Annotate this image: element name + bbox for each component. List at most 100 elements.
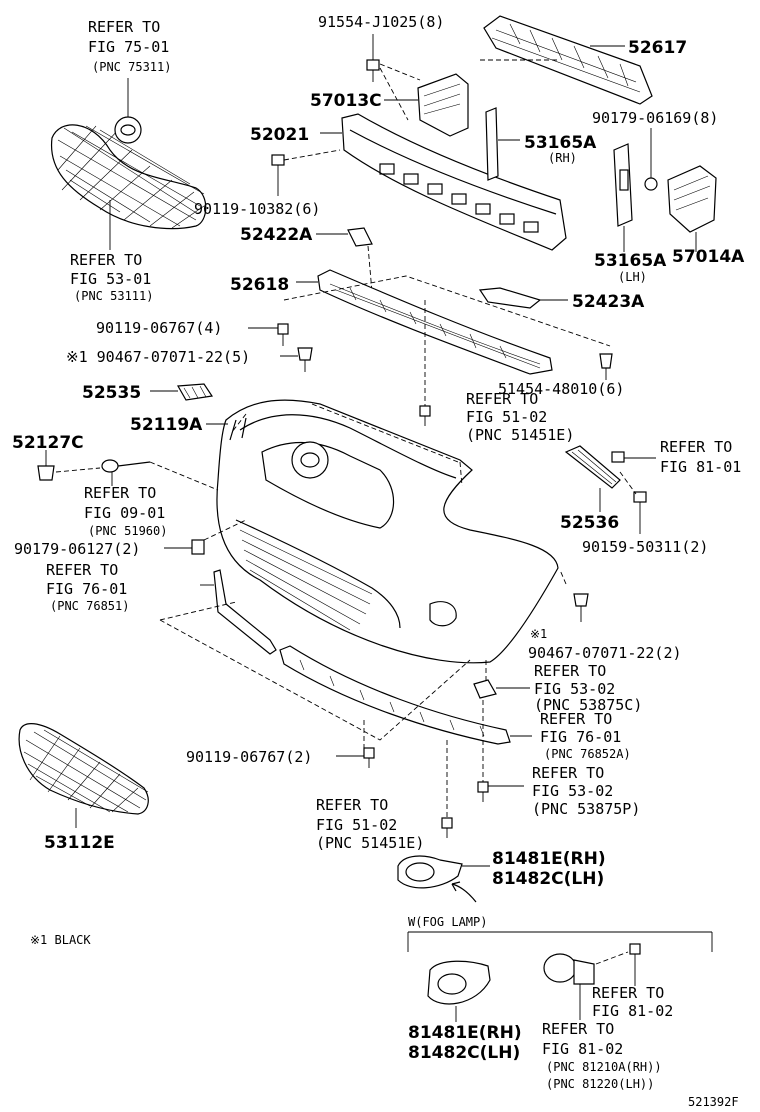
label-refer-53-01-l3: (PNC 53111) [74,289,153,303]
bracket-52423a-drawing [478,287,568,309]
lower-grille-53112e-drawing [18,723,149,828]
label-refer-75-01-l2: FIG 75-01 [88,38,169,56]
label-refer-81-02-a-l1: REFER TO [592,984,664,1002]
label-refer-53-01-l1: REFER TO [70,251,142,269]
reinforcement-52617-drawing [483,15,653,105]
label-57013c: 57013C [310,91,382,111]
label-refer-76-01-a-l3: (PNC 76851) [50,599,129,613]
label-refer-76-01-a-l1: REFER TO [46,561,118,579]
label-refer-81-02-b-l3: (PNC 81210A(RH)) [546,1060,662,1074]
label-lh: (LH) [618,270,647,284]
fog-lamp-drawing [543,953,595,1020]
label-refer-09-01-l3: (PNC 51960) [88,524,167,538]
label-refer-76-01-b-l1: REFER TO [540,710,612,728]
label-refer-51-02-a-l1: REFER TO [466,390,538,408]
label-refer-53-01-l2: FIG 53-01 [70,270,151,288]
label-refer-51-02-b-l1: REFER TO [316,796,388,814]
label-52127c: 52127C [12,433,84,453]
label-52536: 52536 [560,513,619,533]
label-refer-09-01-l1: REFER TO [84,484,156,502]
label-refer-51-02-a-l3: (PNC 51451E) [466,426,574,444]
lower-spoiler-drawing [279,645,532,745]
label-52021: 52021 [250,125,309,145]
fog-cover-upper-drawing [397,855,490,889]
label-refer-53-02-a-l2: FIG 53-02 [534,680,615,698]
cap-52127c-icon [37,450,55,481]
label-refer-81-01-l2: FIG 81-01 [660,458,741,476]
bracket-53165a-lh-drawing [613,143,633,252]
retainer-52535-drawing [150,383,214,401]
bolt-81-01-icon [611,451,656,463]
label-81482c-a: 81482C(LH) [492,869,604,889]
label-51454: 51454-48010(6) [498,380,624,398]
label-52618: 52618 [230,275,289,295]
label-52119a: 52119A [130,415,203,435]
emblem-icon [114,116,142,144]
label-90179-06127: 90179-06127(2) [14,540,140,558]
label-refer-81-02-b-l2: FIG 81-02 [542,1040,623,1058]
bracket-53165a-rh-drawing [485,107,520,181]
label-refer-09-01-l2: FIG 09-01 [84,504,165,522]
label-fog-lamp: W(FOG LAMP) [408,915,487,929]
clip-90467-2-icon [573,593,589,622]
label-90467-2: 90467-07071-22(2) [528,644,682,662]
clip-90467-5-icon [280,347,313,372]
label-refer-75-01-l1: REFER TO [88,18,160,36]
label-refer-51-02-b-l3: (PNC 51451E) [316,834,424,852]
label-90119-06767-2: 90119-06767(2) [186,748,312,766]
label-52422a: 52422A [240,225,313,245]
label-90467-5: ※1 90467-07071-22(5) [66,348,250,366]
spoiler-76851-drawing [200,569,277,655]
label-refer-76-01-a-l2: FIG 76-01 [46,580,127,598]
label-refer-81-02-a-l2: FIG 81-02 [592,1002,673,1020]
upper-grille-drawing [50,78,207,250]
clip-52422a-icon [316,227,373,247]
label-note-mark: ※1 [530,627,547,641]
label-refer-81-02-b-l4: (PNC 81220(LH)) [546,1077,654,1091]
bolt-90119-06767-2-icon [336,747,375,768]
bolt-90159-icon [633,491,647,534]
label-refer-53-02-a-l3: (PNC 53875C) [534,696,642,714]
diagram-id: 521392F [688,1095,739,1109]
bracket-52536-drawing [564,445,621,512]
label-90179-06169: 90179-06169(8) [592,109,718,127]
bolt-51451e-a-icon [419,300,431,426]
bolt-53875p-icon [477,700,524,802]
label-refer-53-02-a-l1: REFER TO [534,662,606,680]
bracket-53875c-icon [473,679,530,699]
label-57014a: 57014A [672,247,745,267]
label-81481e-a: 81481E(RH) [492,849,606,869]
label-53112e: 53112E [44,833,115,853]
label-refer-76-01-b-l2: FIG 76-01 [540,728,621,746]
nut-90179-06169-icon [644,128,658,191]
label-refer-51-02-a-l2: FIG 51-02 [466,408,547,426]
bolt-90119-06767-4-icon [248,323,289,346]
label-52535: 52535 [82,383,141,403]
label-81481e-b: 81481E(RH) [408,1023,522,1043]
clip-51454-icon [599,353,613,380]
clip-90179-06127-icon [164,539,205,555]
label-90159: 90159-50311(2) [582,538,708,556]
bolt-91554-icon [366,34,380,82]
label-refer-81-01-l1: REFER TO [660,438,732,456]
label-81482c-b: 81482C(LH) [408,1043,520,1063]
label-53165a-rh: 53165A [524,133,597,153]
fog-lamp-bracket-line [407,931,713,952]
fog-cover-lower-drawing [427,960,491,1022]
label-91554: 91554-J1025(8) [318,13,444,31]
under-cover-52618-drawing [296,269,553,375]
label-refer-53-02-b-l3: (PNC 53875P) [532,800,640,818]
label-90119-06767-4: 90119-06767(4) [96,319,222,337]
wire-51960-drawing [101,459,151,486]
label-rh: (RH) [548,151,577,165]
label-53165a-lh: 53165A [594,251,667,271]
label-refer-81-02-b-l1: REFER TO [542,1020,614,1038]
label-note-black: ※1 BLACK [30,933,91,947]
label-refer-51-02-b-l2: FIG 51-02 [316,816,397,834]
label-refer-76-01-b-l3: (PNC 76852A) [544,747,631,761]
bracket-57014a-drawing [667,165,717,252]
bolt-51451e-b-icon [441,740,453,838]
label-refer-53-02-b-l2: FIG 53-02 [532,782,613,800]
bolt-90119-10382-icon [271,154,285,196]
